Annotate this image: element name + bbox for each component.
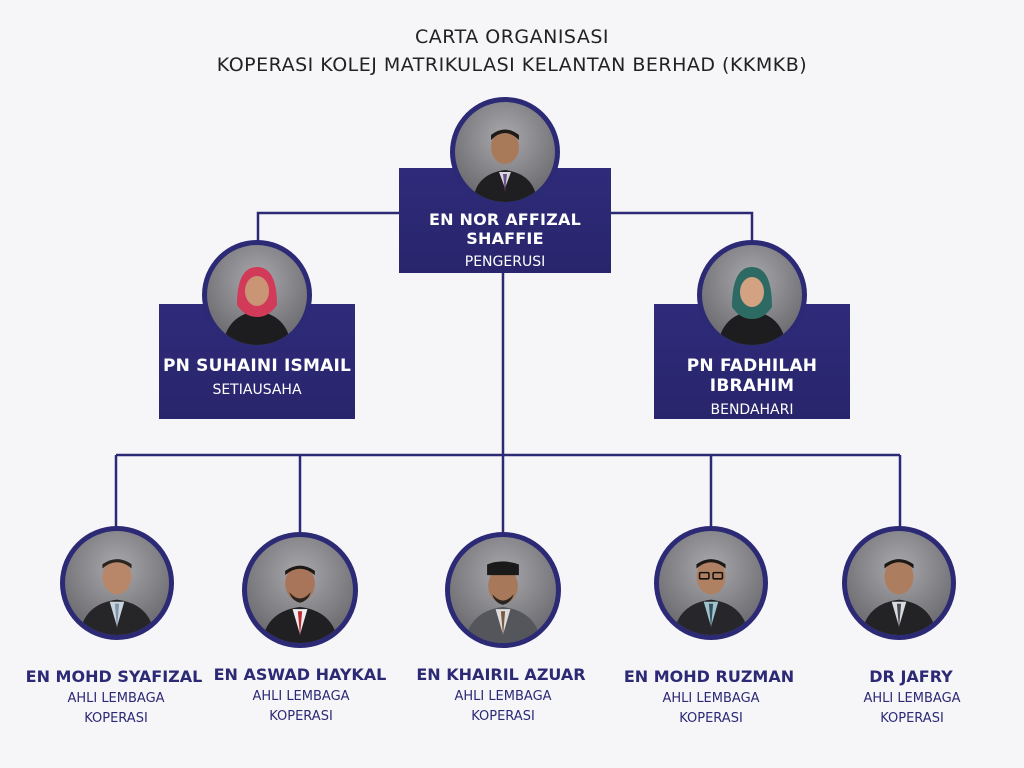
member-name: EN ASWAD HAYKAL (213, 665, 387, 684)
chairman-avatar (450, 97, 560, 207)
member-name: EN MOHD RUZMAN (623, 667, 795, 686)
chairman-name: EN NOR AFFIZAL SHAFFIE (429, 210, 581, 248)
treasurer-role: BENDAHARI (710, 402, 794, 418)
member-role-line2: KOPERASI (269, 709, 333, 724)
member-role-line2: KOPERASI (84, 711, 148, 726)
chart-subtitle: KOPERASI KOLEJ MATRIKULASI KELANTAN BERH… (216, 54, 808, 76)
member-role-line1: AHLI LEMBAGA (454, 689, 552, 704)
secretary-role: SETIAUSAHA (212, 382, 302, 398)
member-avatar (60, 526, 174, 640)
member-avatar (445, 532, 561, 648)
member-role-line1: AHLI LEMBAGA (67, 691, 165, 706)
member-name: EN MOHD SYAFIZAL (25, 667, 203, 686)
treasurer-name: PN FADHILAH IBRAHIM (686, 356, 818, 396)
secretary-name: PN SUHAINI ISMAIL (162, 356, 352, 376)
chairman-role: PENGERUSI (464, 254, 546, 270)
member-role-line2: KOPERASI (679, 711, 743, 726)
member-role-line1: AHLI LEMBAGA (863, 691, 961, 706)
member-role-line1: AHLI LEMBAGA (662, 691, 760, 706)
member-name: EN KHAIRIL AZUAR (416, 665, 586, 684)
member-role-line2: KOPERASI (471, 709, 535, 724)
member-avatar (842, 526, 956, 640)
chart-title: CARTA ORGANISASI (414, 26, 610, 48)
treasurer-avatar (697, 240, 807, 350)
member-avatar (654, 526, 768, 640)
member-name: DR JAFRY (869, 667, 953, 686)
secretary-avatar (202, 240, 312, 350)
member-avatar (242, 532, 358, 648)
member-role-line2: KOPERASI (880, 711, 944, 726)
member-role-line1: AHLI LEMBAGA (252, 689, 350, 704)
connector-secretary (256, 211, 400, 245)
connector-treasurer (611, 211, 754, 245)
